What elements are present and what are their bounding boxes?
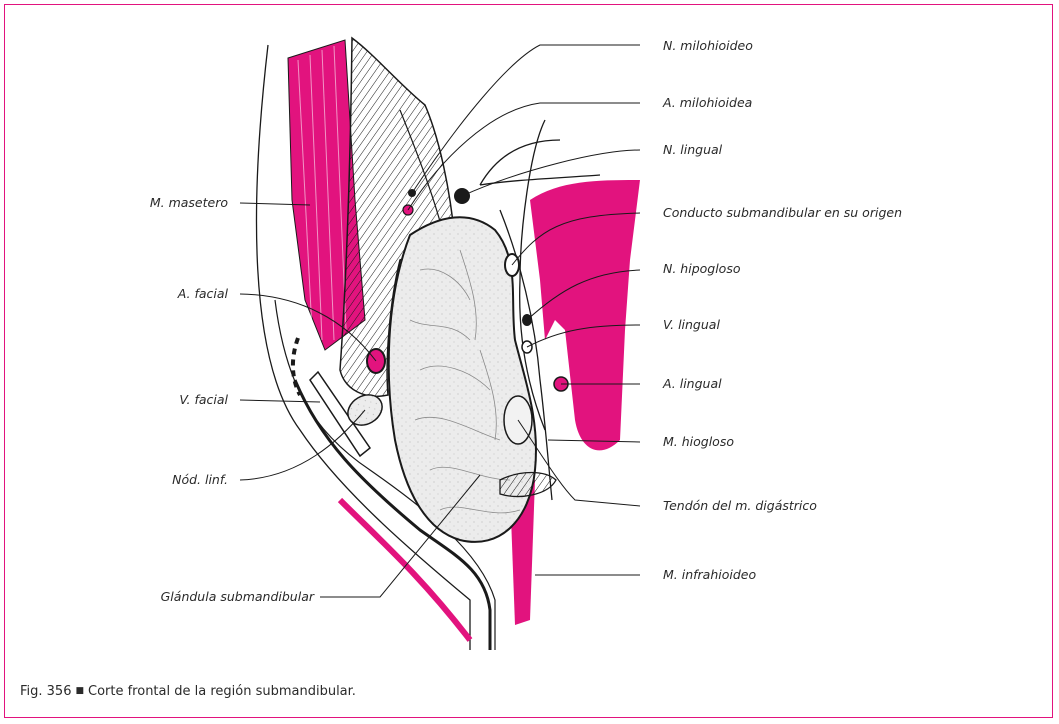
label-glandula-submandibular: Glándula submandibular (161, 589, 315, 604)
label-m-infrahioideo: M. infrahioideo (663, 567, 756, 582)
caption-number: Fig. 356 (20, 684, 71, 699)
label-conducto-submandibular: Conducto submandibular en su origen (663, 205, 902, 220)
label-n-milohioideo: N. milohioideo (663, 38, 753, 53)
label-n-hipogloso: N. hipogloso (663, 261, 741, 276)
label-tendon-digastrico: Tendón del m. digástrico (663, 498, 817, 513)
lingual-outline (480, 140, 600, 185)
label-v-lingual: V. lingual (663, 317, 720, 332)
label-n-lingual: N. lingual (663, 142, 723, 157)
label-nod-linf: Nód. linf. (172, 472, 228, 487)
label-v-facial: V. facial (179, 392, 228, 407)
caption-separator: ■ (75, 686, 84, 696)
label-a-facial: A. facial (177, 286, 229, 301)
label-m-masetero: M. masetero (150, 195, 229, 210)
anatomy-diagram: N. milohioideo A. milohioidea N. lingual… (0, 0, 1059, 680)
caption-text: Corte frontal de la región submandibular… (88, 684, 356, 699)
hyoglossus-muscle (530, 180, 640, 450)
hyoid-bone (500, 473, 556, 497)
label-a-lingual: A. lingual (662, 376, 722, 391)
label-a-milohioidea: A. milohioidea (662, 95, 752, 110)
figure-caption: Fig. 356 ■ Corte frontal de la región subm… (20, 684, 356, 699)
label-m-hiogloso: M. hiogloso (663, 434, 734, 449)
